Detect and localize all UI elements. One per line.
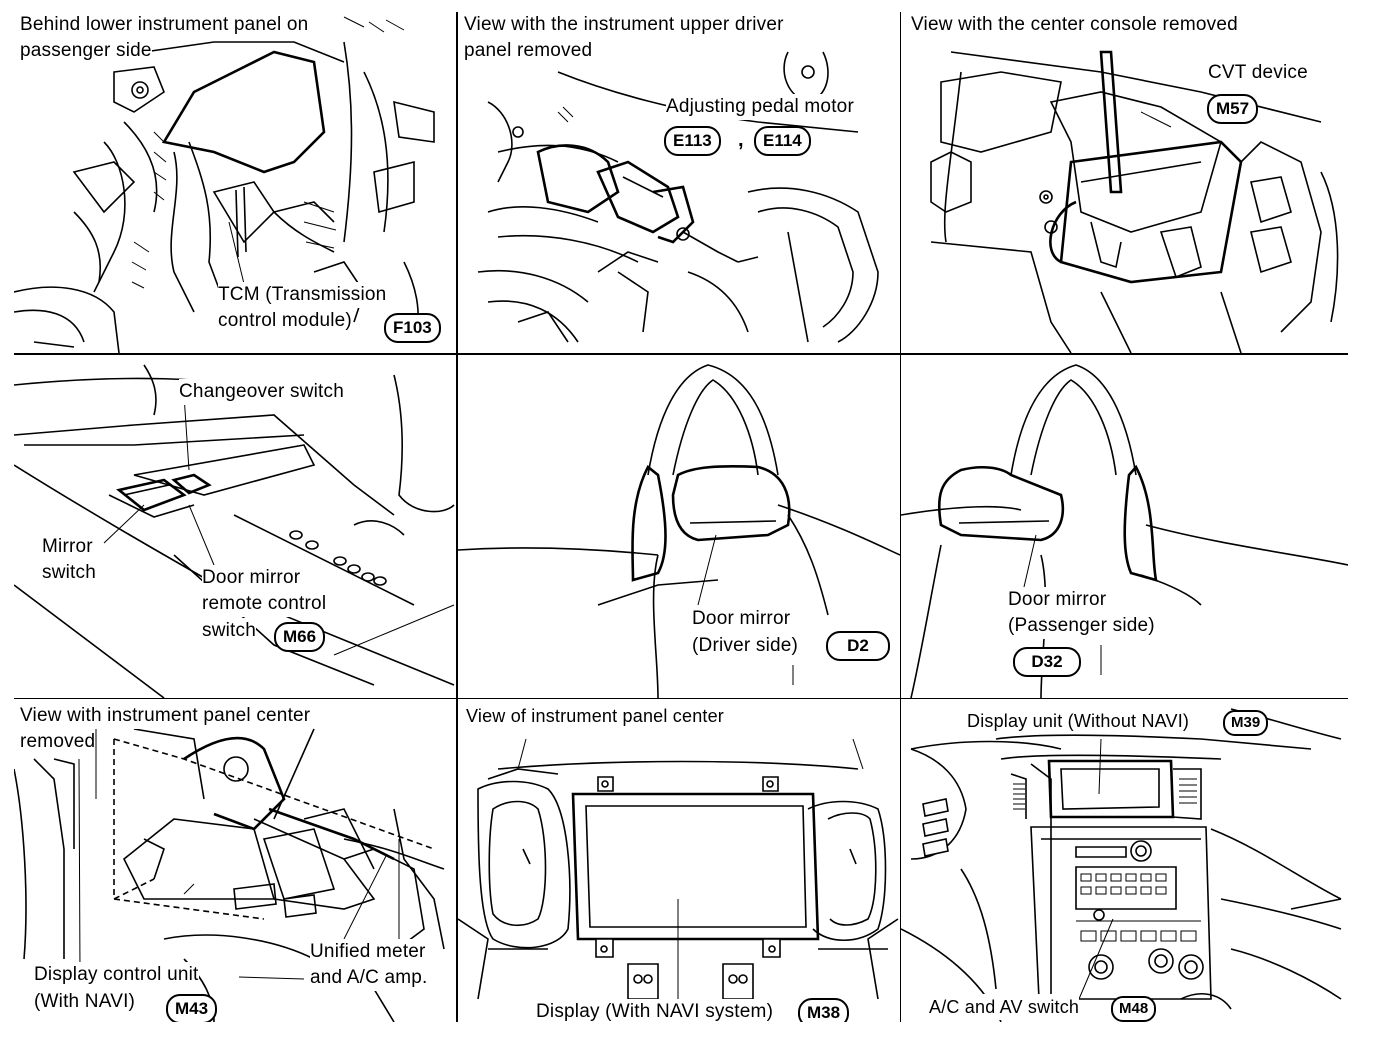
display-navi-label: Display (With NAVI system): [536, 999, 774, 1022]
pedal-connector-badge-2: E114: [754, 126, 811, 156]
tcm-title-line1: Behind lower instrument panel on: [20, 12, 309, 38]
cvt-device-label: CVT device: [1208, 60, 1308, 86]
tcm-title-line2: passenger side: [20, 38, 152, 64]
display-navi-title: View of instrument panel center: [466, 703, 725, 729]
pedal-motor-label: Adjusting pedal motor: [666, 94, 854, 120]
mirror-switch-illustration: [14, 364, 455, 698]
passenger-mirror-illustration: [901, 364, 1348, 698]
pedal-title-line2: panel removed: [464, 38, 593, 64]
cvt-illustration: [930, 50, 1339, 353]
driver-mirror-connector-badge: D2: [826, 631, 890, 661]
panel-display-unit: Display unit (Without NAVI) M39 A/C and …: [901, 699, 1348, 1022]
grid-vertical-line-2: [900, 12, 901, 1022]
mirror-switch-label-line1: Mirror: [42, 534, 93, 560]
grid-horizontal-line-2: [14, 698, 1348, 699]
grid-horizontal-line-1: [14, 353, 1348, 355]
passenger-mirror-connector-badge: D32: [1013, 647, 1081, 677]
panel-driver-mirror: Door mirror (Driver side) D2: [458, 355, 900, 698]
display-unit-connector-badge: M39: [1223, 710, 1269, 736]
tcm-label-line1: TCM (Transmission: [218, 282, 387, 308]
remote-switch-label-line1: Door mirror: [202, 565, 301, 591]
display-control-label-line1: Display control unit: [34, 962, 199, 988]
display-navi-illustration: [458, 738, 899, 1000]
unified-meter-label-line1: Unified meter: [310, 939, 426, 965]
driver-mirror-label-line1: Door mirror: [692, 606, 791, 632]
tcm-connector-badge: F103: [384, 313, 441, 343]
display-navi-connector-badge: M38: [798, 998, 850, 1022]
passenger-mirror-label-line1: Door mirror: [1008, 587, 1107, 613]
panel-cvt: View with the center console removed CVT…: [901, 12, 1348, 353]
pedal-connector-separator: ,: [738, 129, 744, 151]
pedal-title-line1: View with the instrument upper driver: [464, 12, 784, 38]
display-control-title-line2: removed: [20, 729, 96, 755]
av-switch-label: A/C and AV switch: [929, 994, 1080, 1020]
grid-vertical-line-1: [456, 12, 458, 1022]
mirror-switch-connector-badge: M66: [274, 622, 326, 652]
mirror-switch-label-line2: switch: [42, 560, 96, 586]
panel-tcm: Behind lower instrument panel on passeng…: [14, 12, 456, 353]
driver-mirror-label-line2: (Driver side): [692, 633, 799, 659]
changeover-switch-label: Changeover switch: [179, 379, 344, 405]
driver-mirror-illustration: [458, 364, 900, 698]
panel-mirror-switch: Changeover switch Mirror switch Door mir…: [14, 355, 456, 698]
panel-pedal-motor: View with the instrument upper driver pa…: [458, 12, 900, 353]
display-control-connector-badge: M43: [166, 994, 218, 1022]
panel-display-navi: View of instrument panel center Display …: [458, 699, 900, 1022]
pedal-connector-badge-1: E113: [664, 126, 721, 156]
unified-meter-label-line2: and A/C amp.: [310, 965, 428, 991]
panel-passenger-mirror: Door mirror (Passenger side) D32: [901, 355, 1348, 698]
display-control-title-line1: View with instrument panel center: [20, 703, 311, 729]
tcm-illustration: [14, 16, 435, 353]
tcm-label-line2: control module): [218, 308, 352, 334]
cvt-connector-badge: M57: [1207, 94, 1259, 124]
display-unit-label: Display unit (Without NAVI): [967, 708, 1190, 734]
av-switch-connector-badge: M48: [1111, 996, 1157, 1022]
passenger-mirror-label-line2: (Passenger side): [1008, 613, 1155, 639]
panel-display-control: View with instrument panel center remove…: [14, 699, 456, 1022]
remote-switch-label-line2: remote control: [202, 591, 327, 617]
remote-switch-label-line3: switch: [202, 618, 256, 644]
cvt-title: View with the center console removed: [911, 12, 1238, 38]
display-unit-illustration: [901, 708, 1342, 1022]
display-control-label-line2: (With NAVI): [34, 989, 136, 1015]
